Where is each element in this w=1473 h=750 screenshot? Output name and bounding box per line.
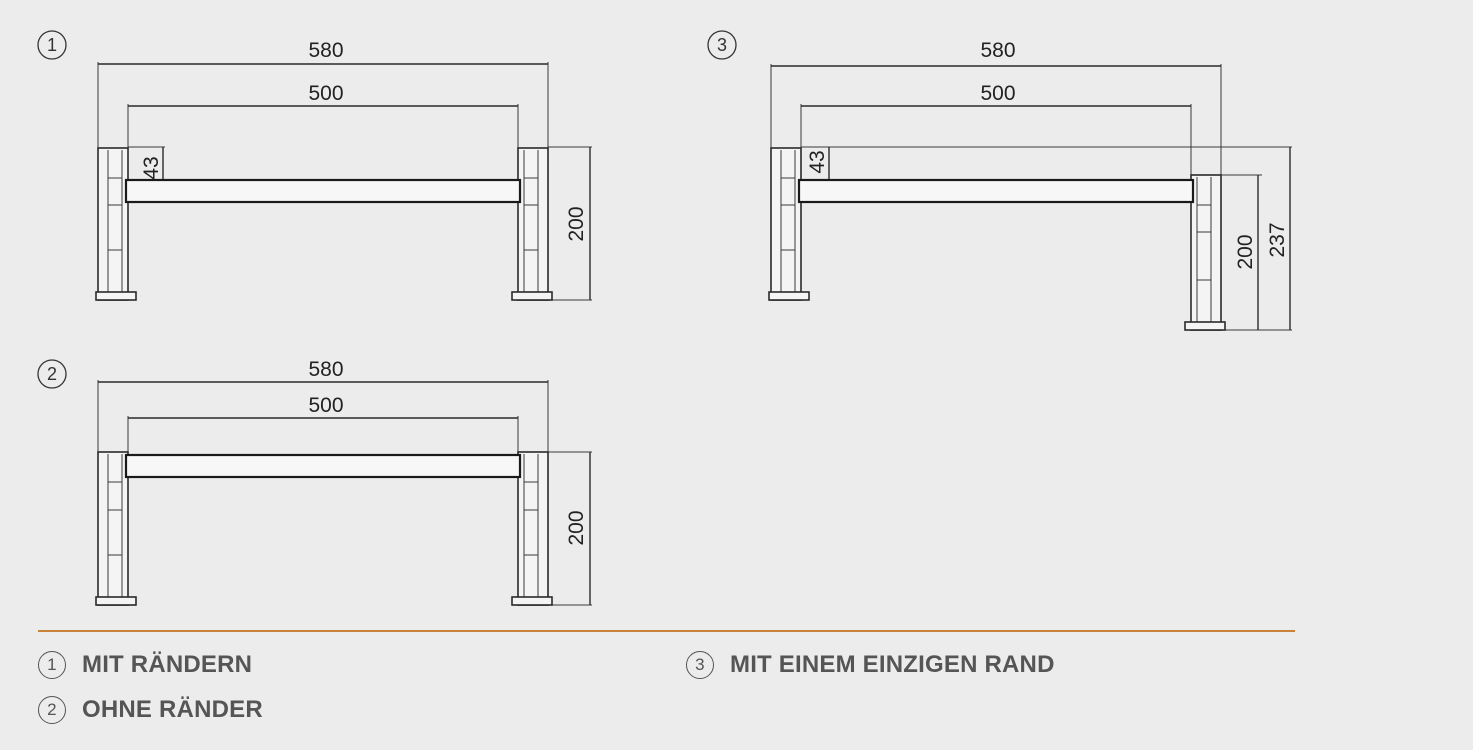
diagram-1-inner-width-dimension: 500	[127, 82, 519, 182]
diagram-3-beam	[797, 178, 1195, 204]
diagram-1-right-post	[511, 147, 553, 301]
diagram-3-inner-width-label: 500	[980, 82, 1015, 105]
legend-divider	[38, 630, 1295, 632]
diagram-1-edge-height-label: 43	[140, 156, 163, 179]
diagram-2-overall-width-dimension: 580	[97, 358, 549, 454]
diagram-3-right-post	[1184, 174, 1226, 331]
diagram-3-height-label: 200	[1234, 234, 1257, 269]
legend-number-1: 1	[38, 651, 66, 679]
legend-item-3: 3 MIT EINEM EINZIGEN RAND	[686, 651, 1055, 679]
diagram-2-left-post	[95, 451, 137, 606]
diagram-1-inner-width-label: 500	[308, 82, 343, 105]
diagram-3-overall-width-label: 580	[980, 39, 1015, 62]
diagram-2-overall-width-label: 580	[308, 358, 343, 381]
diagram-1-beam	[124, 178, 522, 204]
diagram-3-height-dimension: 200	[1221, 174, 1292, 331]
diagram-2: 2 580 500 200	[37, 358, 592, 606]
legend-label-1: MIT RÄNDERN	[82, 651, 253, 678]
diagram-3-total-height-label: 237	[1266, 222, 1289, 257]
diagram-2-inner-width-dimension: 500	[127, 394, 519, 454]
diagram-1-overall-width-dimension: 580	[97, 39, 549, 148]
legend-item-2: 2 OHNE RÄNDER	[38, 696, 263, 724]
diagram-1-overall-width-label: 580	[308, 39, 343, 62]
diagram-3-overall-width-dimension: 580	[770, 39, 1222, 175]
diagram-3-number: 3	[717, 35, 727, 55]
diagram-2-number-circle	[37, 359, 67, 389]
diagram-3-left-post	[768, 147, 810, 301]
diagram-1-number: 1	[47, 35, 57, 55]
diagram-2-height-dimension: 200	[548, 451, 592, 606]
diagram-2-right-post	[511, 451, 553, 606]
diagram-1-height-dimension: 200	[548, 146, 592, 301]
diagram-3-number-circle	[707, 30, 737, 60]
legend-item-1: 1 MIT RÄNDERN	[38, 651, 252, 679]
diagram-2-height-label: 200	[565, 510, 588, 545]
diagram-2-inner-width-label: 500	[308, 394, 343, 417]
diagram-1-left-post	[95, 147, 137, 301]
diagram-2-number: 2	[47, 364, 57, 384]
diagram-1-edge-height-dimension: 43	[128, 146, 165, 180]
diagram-3-edge-height-dimension: 43	[801, 146, 1292, 180]
diagram-1-number-circle	[37, 30, 67, 60]
diagram-3: 3 580 500 43 200 237	[707, 30, 1292, 331]
diagram-3-edge-height-label: 43	[806, 150, 829, 173]
diagram-1-height-label: 200	[565, 206, 588, 241]
diagram-3-total-height-dimension: 237	[1266, 147, 1291, 330]
diagram-1: 1 580 500 43 200	[37, 30, 592, 301]
technical-drawing: 1 580 500 43 200	[37, 30, 1292, 606]
legend-label-3: MIT EINEM EINZIGEN RAND	[730, 651, 1055, 678]
diagram-2-beam	[124, 453, 522, 479]
legend-label-2: OHNE RÄNDER	[82, 696, 263, 723]
diagram-3-inner-width-dimension: 500	[800, 82, 1192, 182]
legend-number-3: 3	[686, 651, 714, 679]
legend-number-2: 2	[38, 696, 66, 724]
